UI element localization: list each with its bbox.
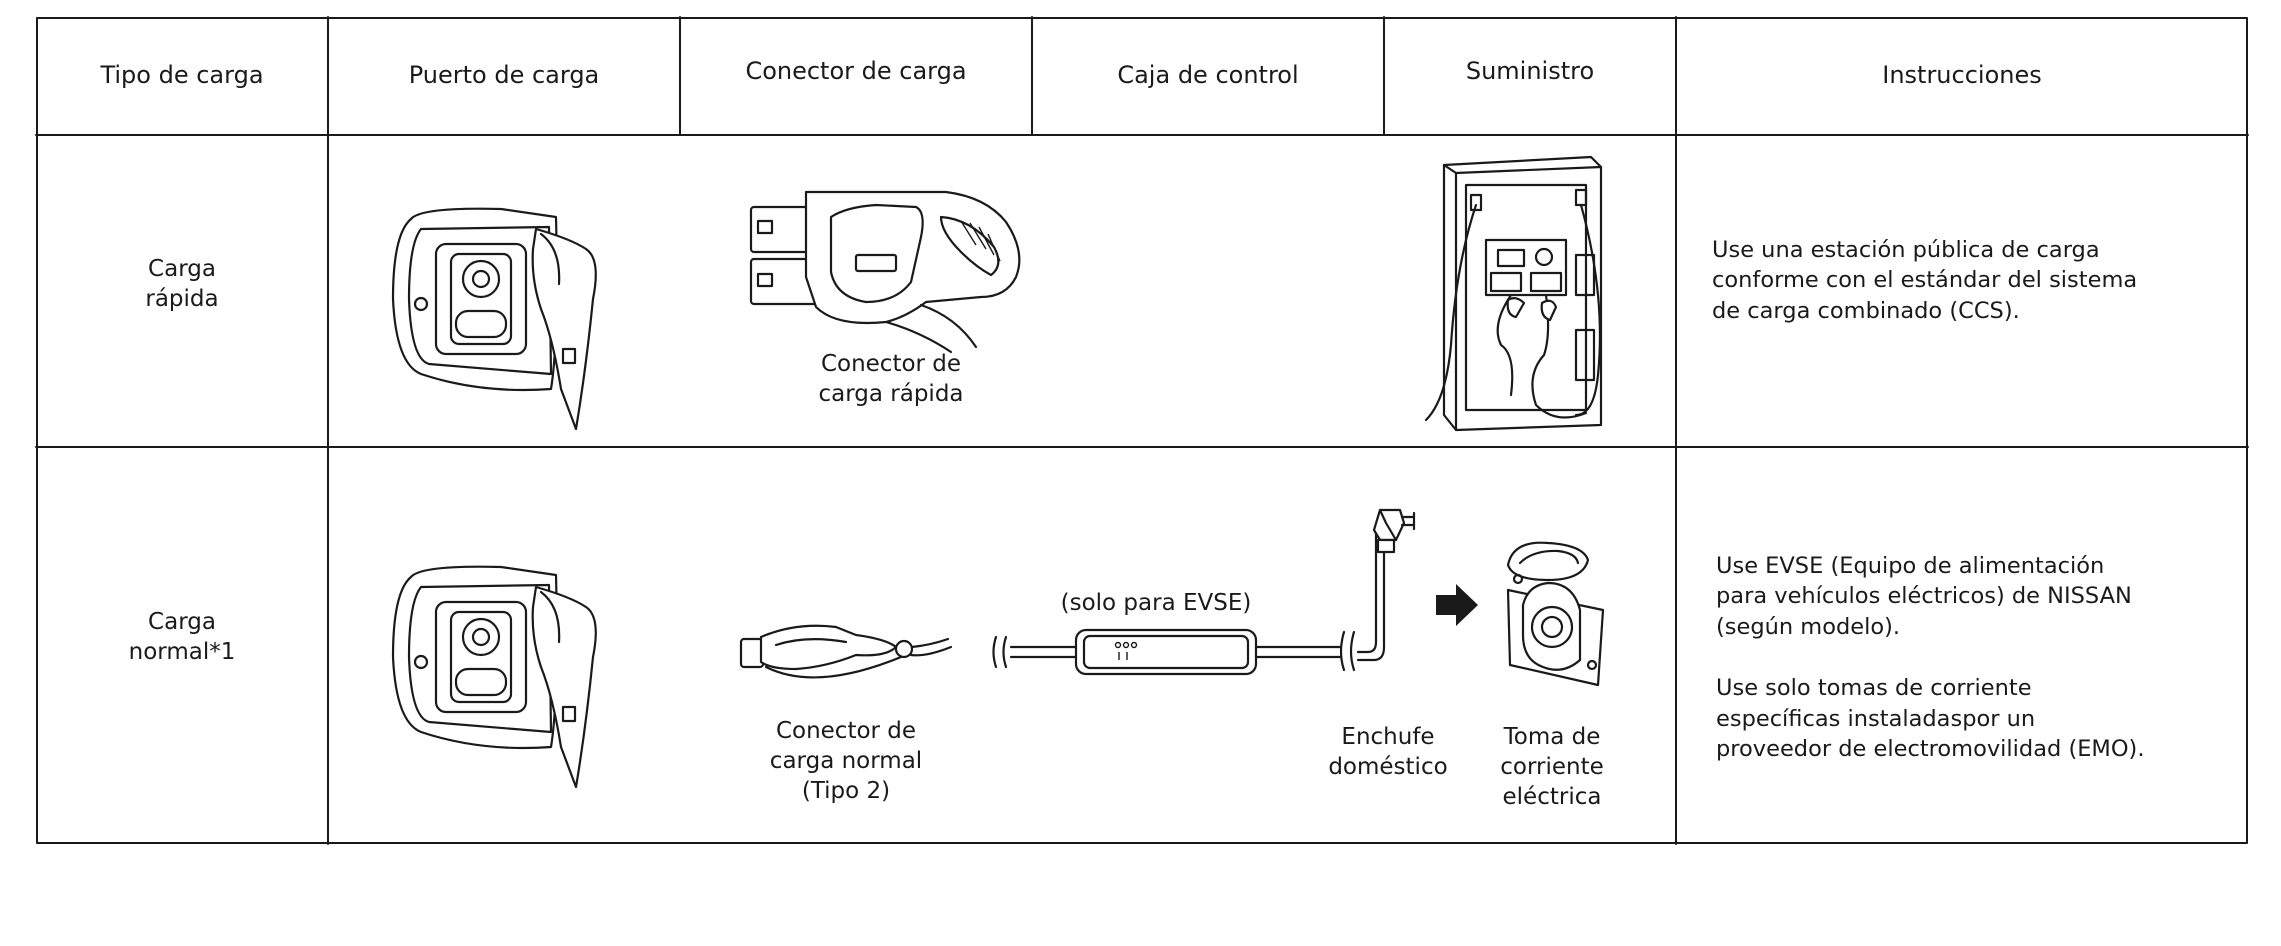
row-label-normal: Carga normal*1: [128, 609, 236, 665]
household-plug-caption: Enchufe doméstico: [1328, 724, 1448, 780]
evse-control-box-icon: [992, 530, 1386, 676]
household-plug-icon: [1372, 508, 1416, 554]
table-grid: [35, 16, 2249, 845]
evse-note: (solo para EVSE): [1060, 590, 1252, 616]
fast-connector-icon: [749, 190, 1021, 354]
header-instructions: Instrucciones: [1882, 61, 2042, 89]
normal-instructions: Use EVSE (Equipo de alimentación para ve…: [1716, 553, 2145, 762]
charging-station-icon: [1424, 155, 1603, 432]
fast-connector-caption: Conector de carga rápida: [818, 351, 964, 407]
header-control-box: Caja de control: [1117, 61, 1299, 89]
header-connector: Conector de carga: [745, 57, 967, 85]
type2-connector-icon: [739, 624, 953, 679]
wall-socket-icon: [1506, 541, 1605, 687]
arrow-right-icon: [1436, 584, 1478, 626]
socket-caption: Toma de corriente eléctrica: [1500, 724, 1604, 810]
header-supply: Suministro: [1465, 57, 1595, 85]
header-type: Tipo de carga: [100, 61, 264, 89]
row-label-fast: Carga rápida: [145, 256, 219, 312]
normal-connector-caption: Conector de carga normal (Tipo 2): [769, 718, 923, 804]
charge-port-icon: [391, 565, 597, 789]
fast-instructions: Use una estación pública de carga confor…: [1712, 237, 2138, 324]
charging-table: Tipo de carga Puerto de carga Conector d…: [35, 16, 2249, 845]
header-port: Puerto de carga: [408, 61, 600, 89]
charge-port-icon: [391, 207, 597, 431]
